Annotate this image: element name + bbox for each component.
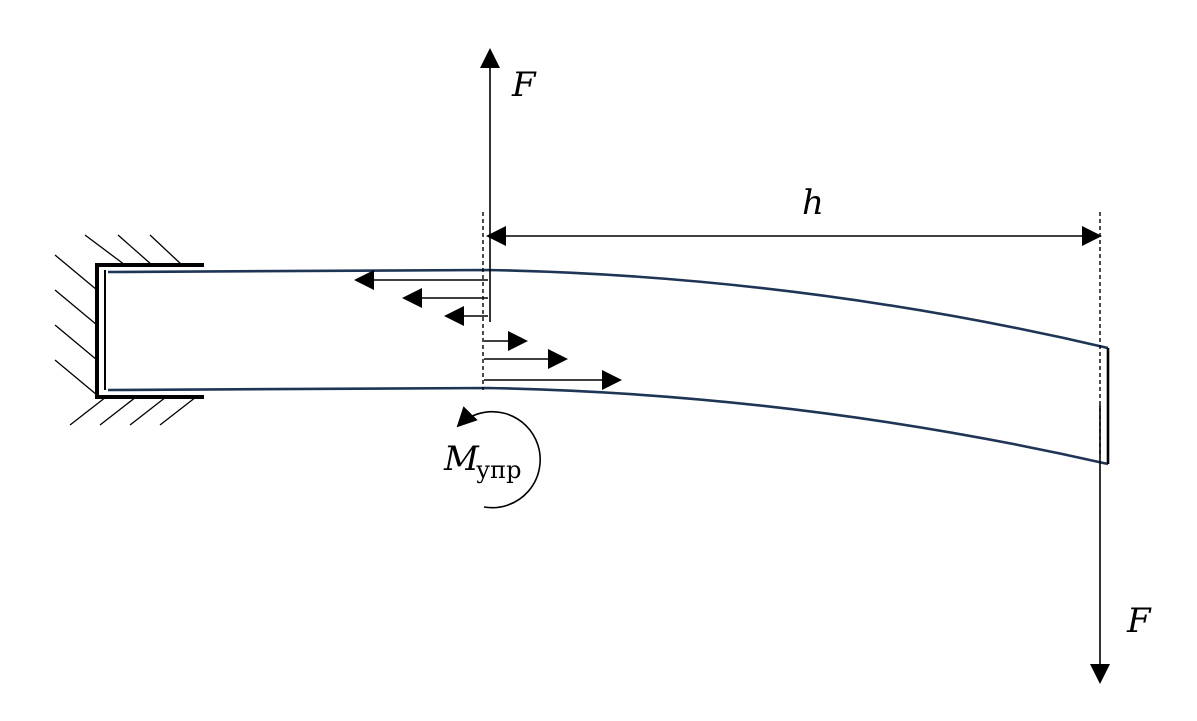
lever-arm-label: h xyxy=(802,183,824,223)
force-top-label: F xyxy=(511,65,537,105)
beam-bottom-edge xyxy=(107,386,1109,466)
moment-subscript: упр xyxy=(476,456,521,484)
tension-stress-arrows xyxy=(484,331,622,390)
compression-stress-arrows xyxy=(354,270,488,326)
dimension-h xyxy=(486,212,1102,455)
beam-top-edge xyxy=(107,268,1109,350)
moment-arc-arrow xyxy=(456,406,541,509)
support-hatching xyxy=(54,234,197,426)
force-bottom-label: F xyxy=(1126,601,1152,641)
clamp-bracket xyxy=(95,263,204,399)
fixed-support xyxy=(54,234,204,426)
moment-label: M xyxy=(443,439,480,479)
beam xyxy=(107,268,1109,466)
